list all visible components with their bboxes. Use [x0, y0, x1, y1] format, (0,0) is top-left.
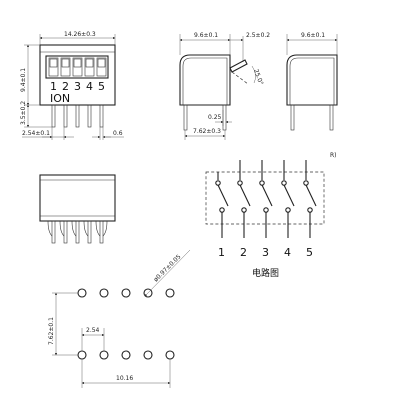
end-lead-right	[329, 104, 334, 131]
side-lead-thickness-dim: 0.25	[208, 114, 222, 121]
pcb-hole-dim: ø0.97±0.05	[152, 253, 182, 283]
front-view: 14.26±0.3 1 2 3 4 5 ION	[20, 31, 124, 140]
circuit-number-5: 5	[306, 246, 313, 259]
circuit-outline	[205, 171, 325, 225]
side-lever	[229, 59, 248, 73]
front-leads	[51, 104, 104, 128]
bottom-body	[39, 174, 116, 222]
front-width-dim: 14.26±0.3	[64, 31, 96, 38]
side-body	[179, 54, 231, 106]
front-number-1: 1	[50, 80, 57, 93]
pcb-pitch-dim: 2.54	[86, 327, 100, 334]
bottom-view	[39, 174, 116, 244]
side-angle-dim: 25.0°	[252, 68, 264, 86]
circuit-number-2: 2	[240, 246, 247, 259]
bottom-leads	[47, 220, 108, 244]
pcb-span-dim: 10.16	[116, 375, 133, 382]
side-row-spacing-dim: 7.62±0.3	[193, 128, 221, 135]
side-body-width-dim: 9.6±0.1	[194, 32, 218, 39]
pcb-row-spacing-dim: 7.62±0.1	[48, 317, 55, 345]
circuit-number-1: 1	[218, 246, 225, 259]
end-lead-left	[290, 104, 295, 131]
front-actuators	[48, 57, 107, 77]
side-lead-right	[222, 104, 227, 131]
circuit-number-4: 4	[284, 246, 291, 259]
side-lead-left	[183, 104, 188, 131]
end-body-width-dim: 9.6±0.1	[301, 32, 325, 39]
front-lead-width-dim: 0.6	[113, 130, 123, 137]
circuit-caption: 电路图	[252, 267, 279, 279]
front-number-4: 4	[86, 80, 93, 93]
front-number-3: 3	[74, 80, 81, 93]
end-body	[286, 54, 338, 106]
front-height-dim: 9.4±0.1	[20, 68, 27, 92]
pcb-hole-pattern: ø0.97±0.05 7.62±0.1 2.54 10.16	[48, 249, 191, 388]
circuit-diagram: R) 1 2 3 4 5 电路	[205, 152, 337, 279]
end-view: 9.6±0.1	[286, 32, 338, 131]
front-on-label: ION	[50, 92, 70, 105]
front-lead-dim: 3.5±0.2	[20, 101, 27, 125]
side-lever-dim: 2.5±0.2	[246, 32, 270, 39]
circuit-number-3: 3	[262, 246, 269, 259]
front-number-5: 5	[98, 80, 105, 93]
front-number-2: 2	[62, 80, 69, 93]
side-view: 9.6±0.1 2.5±0.2 25.0° 0.25 7.62±0.3	[179, 32, 270, 140]
circuit-corner-mark: R)	[330, 152, 337, 159]
front-pitch-dim: 2.54±0.1	[22, 130, 50, 137]
